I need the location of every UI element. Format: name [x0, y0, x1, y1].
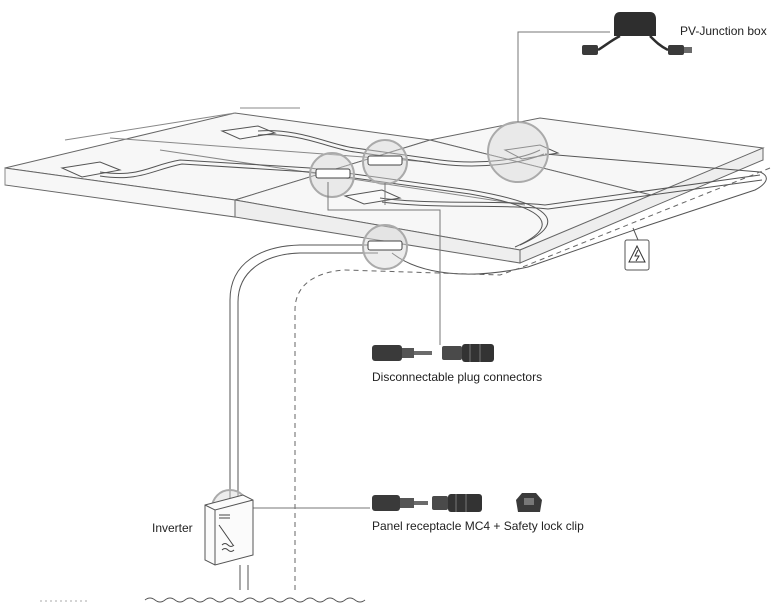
solar-panel-array [4, 112, 765, 264]
module-boxes [60, 125, 560, 205]
in-circle-connectors [315, 155, 403, 251]
earthing-line [294, 167, 771, 590]
junction-box-label: PV-Junction box [680, 24, 767, 38]
panel-right-edge [519, 147, 764, 264]
highlight-junction-box [487, 121, 549, 183]
junction-box-icon [582, 12, 692, 55]
leader-lines [248, 31, 610, 509]
warning-tag-icon [624, 227, 650, 271]
module-box-4 [503, 144, 560, 160]
receptacle-icon [372, 494, 482, 512]
plug-connectors-label: Disconnectable plug connectors [372, 370, 542, 384]
module-box-2 [220, 125, 277, 140]
plug-connector-icon [372, 344, 494, 362]
ground-water-icon [40, 597, 366, 603]
main-cable-conduit [229, 227, 641, 590]
inverter-label: Inverter [152, 521, 193, 535]
receptacle-label: Panel receptacle MC4 + Safety lock clip [372, 519, 584, 533]
inverter-icon [204, 494, 254, 566]
module-box-3 [343, 189, 402, 205]
lock-clip-icon [516, 493, 542, 512]
module-box-1 [60, 161, 122, 178]
